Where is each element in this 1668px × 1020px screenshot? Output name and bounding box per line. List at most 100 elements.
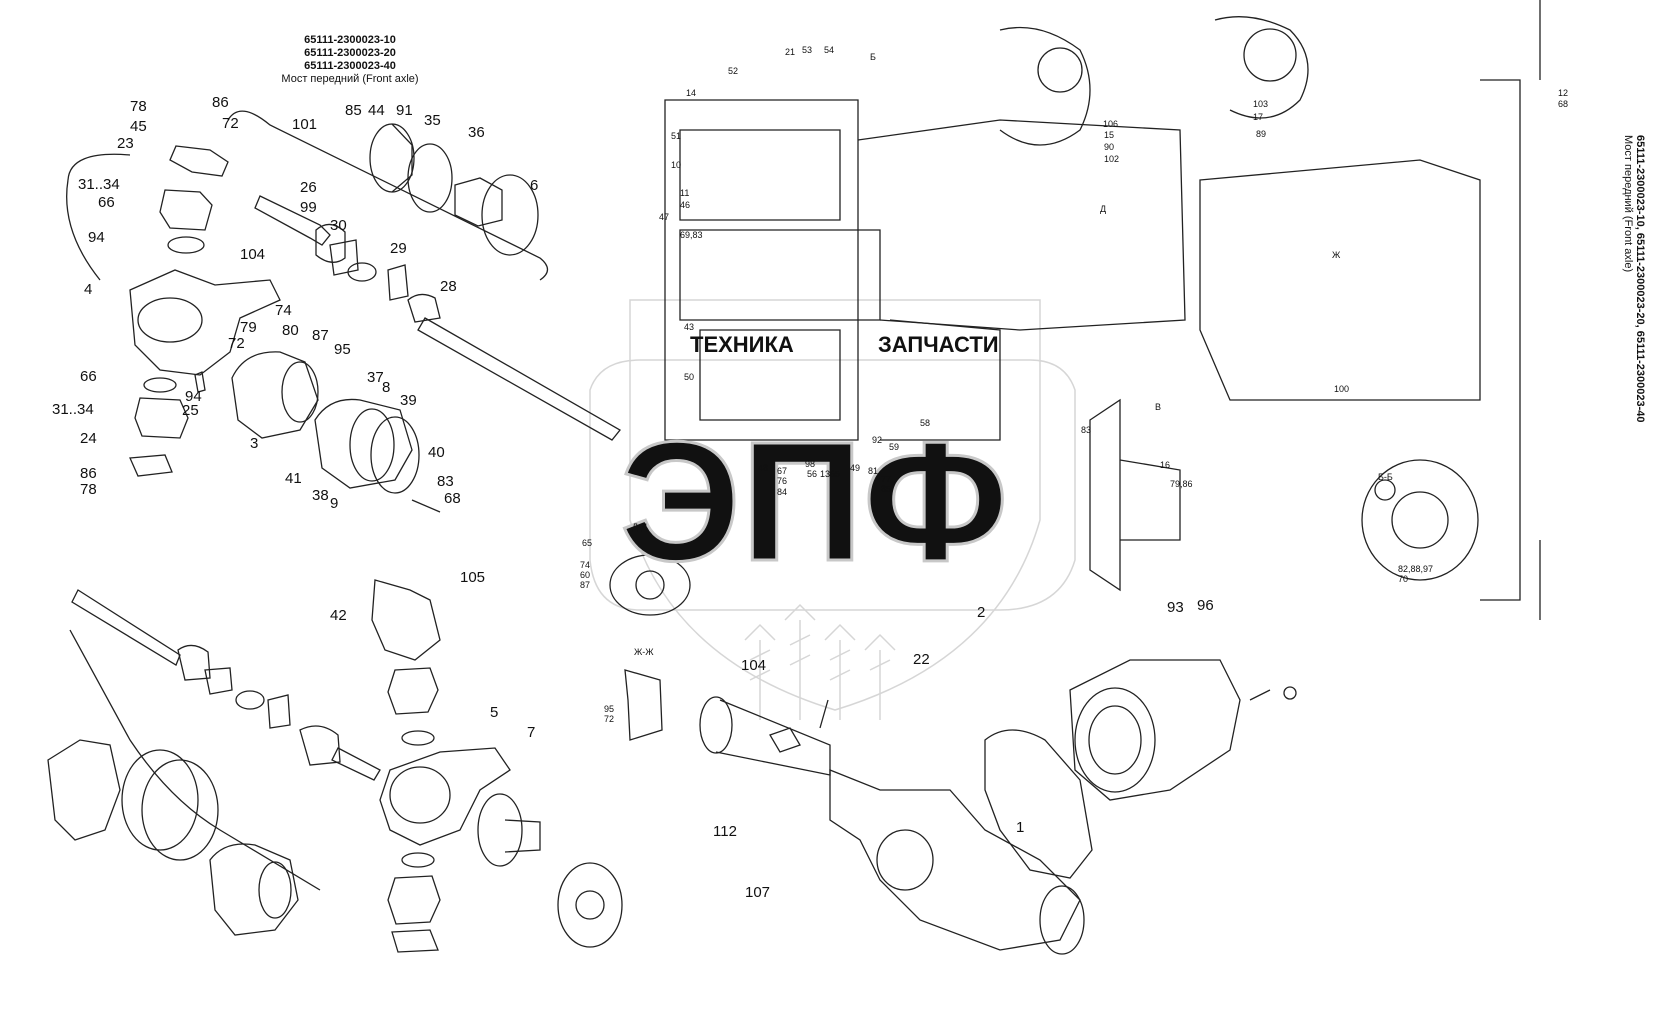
detail-dd-center — [635, 570, 665, 600]
lower-housing-bore — [258, 861, 292, 919]
callout-exploded-24: 36 — [468, 124, 485, 141]
watermark-text-right: ЗАПЧАСТИ — [878, 332, 999, 357]
callout-exploded-6: 66 — [98, 194, 115, 211]
section-view-right — [1199, 0, 1541, 620]
callout-exploded-44: 68 — [444, 490, 461, 507]
section-main-shaft — [679, 229, 881, 321]
callout-section-24: 85 — [881, 484, 891, 494]
part-24-lower-cap — [129, 454, 173, 477]
detail-view-b — [1089, 398, 1181, 592]
callout-section-18: 56 — [807, 469, 817, 479]
callout-section-39: 16 — [1160, 460, 1170, 470]
part-96-nut — [1283, 686, 1297, 700]
callout-section-20: 65 — [830, 469, 840, 479]
callout-section-19: 13 — [820, 469, 830, 479]
part-1-axle-flange-right — [1039, 885, 1085, 955]
callout-section-41: 82,88,97 — [1398, 564, 1433, 574]
part-6-hub-stub — [454, 177, 503, 227]
part-25-key — [194, 371, 206, 393]
leader-loop-lower — [69, 629, 321, 891]
callout-section-42: 70 — [1398, 574, 1408, 584]
lower-housing — [209, 843, 299, 936]
section-right-frame — [1480, 79, 1521, 601]
section-letters: Б-Б В Д-Д Ж-Ж Б Д Ж — [632, 52, 1393, 657]
part-66-lower-seal — [143, 377, 177, 393]
callout-exploded-16: 24 — [80, 430, 97, 447]
lower-inner-shaft — [71, 589, 181, 666]
callout-section-34: 89 — [1256, 129, 1266, 139]
callout-section-28: 106 — [1103, 119, 1118, 129]
part-2-differential — [1069, 659, 1241, 801]
callout-section-25: 92 — [872, 435, 882, 445]
callout-section-22: 81 — [868, 466, 878, 476]
callout-exploded-3: 72 — [222, 115, 239, 132]
section-main-upper-bearing — [679, 129, 841, 221]
part-1-axle-center-housing — [829, 769, 1081, 951]
lower-bearing-ring — [141, 759, 219, 861]
callout-exploded-8: 104 — [240, 246, 265, 263]
callout-section-35: 100 — [1334, 384, 1349, 394]
watermark-text-left: ТЕХНИКА — [690, 332, 794, 357]
callout-exploded-15: 25 — [182, 402, 199, 419]
callout-exploded-31: 74 — [275, 302, 292, 319]
callout-section-47: 95 — [604, 704, 614, 714]
detail-view-bb — [1361, 459, 1479, 581]
section-main-lower-bearing — [699, 329, 841, 421]
lower-lower-shims — [387, 875, 441, 925]
part-7-hub-flange — [477, 793, 523, 867]
callout-exploded-5: 31..34 — [78, 176, 120, 193]
callout-section-31: 102 — [1104, 154, 1119, 164]
callout-exploded-10: 79 — [240, 319, 257, 336]
callout-exploded-27: 6 — [530, 177, 538, 194]
detail-b-bolt — [1119, 459, 1181, 541]
lower-bearing-stack — [121, 749, 199, 851]
detail-zz-profile — [624, 669, 663, 741]
section-label-b: Б — [870, 52, 876, 62]
assembly-code-1: 65111-2300023-10 — [304, 34, 396, 46]
detail-dd-flange — [609, 554, 691, 616]
callout-exploded-52: 93 — [1167, 599, 1184, 616]
lower-lower-seal — [401, 852, 435, 868]
callout-section-11: 43 — [684, 322, 694, 332]
lower-upper-shims — [387, 667, 439, 715]
callout-exploded-1: 86 — [212, 94, 229, 111]
callout-exploded-23: 35 — [424, 112, 441, 129]
callout-exploded-18: 78 — [80, 481, 97, 498]
section-main-outline — [664, 99, 859, 441]
detail-bb-bore — [1391, 491, 1449, 549]
callout-section-21: 49 — [850, 463, 860, 473]
lower-flange-plate — [47, 739, 121, 841]
callout-exploded-11: 72 — [228, 335, 245, 352]
part-7-hub-spindle — [504, 819, 541, 853]
callout-section-26: 59 — [889, 442, 899, 452]
part-37-8-39-bearing-set — [314, 398, 413, 489]
leader-loop-top — [227, 110, 549, 281]
callout-section-30: 90 — [1104, 142, 1114, 152]
section-right-pin-circle — [1243, 28, 1297, 82]
part-4-knuckle-bore — [137, 297, 203, 343]
section-label-dd: Д-Д — [632, 522, 647, 532]
part-1-axle-flange-left — [699, 696, 733, 754]
callout-exploded-50: 22 — [913, 651, 930, 668]
lower-exploded-group — [47, 579, 623, 953]
callout-exploded-9: 4 — [84, 281, 92, 298]
part-1-axle-tube-left — [715, 699, 831, 776]
callout-exploded-25: 26 — [300, 179, 317, 196]
callout-section-17: 98 — [805, 459, 815, 469]
callout-exploded-34: 95 — [334, 341, 351, 358]
callout-section-3: 52 — [728, 66, 738, 76]
callout-exploded-12: 66 — [80, 368, 97, 385]
callout-section-1: 53 — [802, 45, 812, 55]
callout-section-32: 103 — [1253, 99, 1268, 109]
callout-exploded-41: 38 — [312, 487, 329, 504]
callout-exploded-13: 94 — [185, 388, 202, 405]
part-35-spindle — [391, 123, 413, 193]
callout-section-14: 67 — [777, 466, 787, 476]
callout-section-10: 69,83 — [680, 230, 703, 240]
callout-exploded-39: 40 — [428, 444, 445, 461]
callout-exploded-45: 42 — [330, 607, 347, 624]
watermark-text-group: ТЕХНИКА ЗАПЧАСТИ ЭПФ — [619, 332, 1010, 599]
callout-exploded-4: 23 — [117, 135, 134, 152]
